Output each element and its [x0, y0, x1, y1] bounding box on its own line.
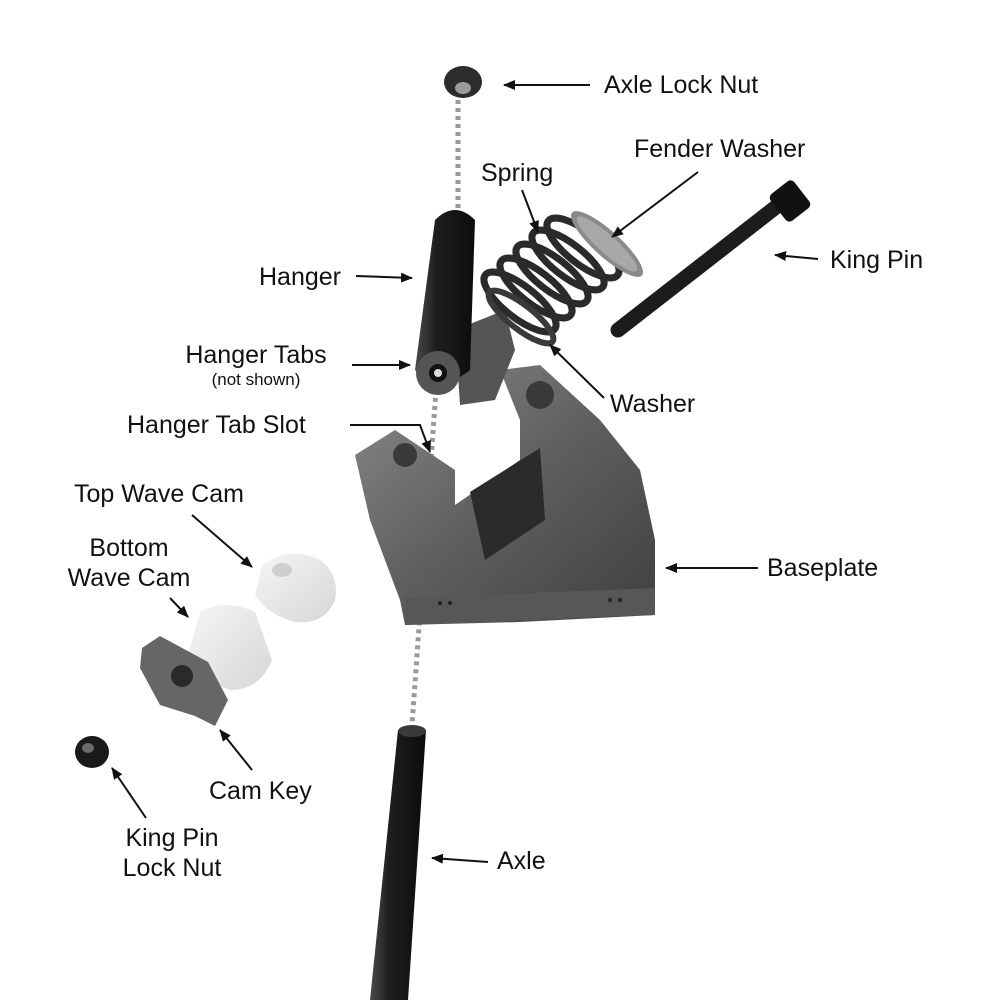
label-axle-lock-nut: Axle Lock Nut — [604, 71, 759, 99]
arrow-cam-key — [219, 729, 253, 771]
arrow-axle — [431, 853, 489, 864]
arrow-king-pin-lock-nut — [111, 767, 147, 819]
label-cam-key: Cam Key — [209, 777, 312, 805]
cam-key-part — [140, 636, 228, 726]
label-hanger-tab-slot: Hanger Tab Slot — [127, 411, 306, 439]
label-washer: Washer — [610, 390, 696, 418]
label-king-pin-lock-nut: King Pin Lock Nut — [108, 823, 236, 883]
label-bottom-wave-cam: Bottom Wave Cam — [55, 533, 203, 593]
arrow-spring — [521, 189, 539, 233]
label-hanger-tabs-group: Hanger Tabs (not shown) — [170, 340, 342, 390]
label-baseplate: Baseplate — [767, 554, 879, 582]
label-spring: Spring — [481, 159, 554, 187]
arrow-hanger-tab-slot — [350, 424, 431, 453]
washer-part — [485, 287, 557, 347]
arrow-washer — [549, 344, 605, 399]
label-hanger-tabs: Hanger Tabs — [185, 341, 327, 369]
label-top-wave-cam: Top Wave Cam — [74, 480, 244, 508]
label-axle: Axle — [497, 847, 546, 875]
king-pin-part — [610, 180, 811, 338]
label-hanger-tabs-note: (not shown) — [211, 370, 301, 389]
axle-lock-nut-part — [444, 66, 482, 98]
fender-washer-part — [571, 211, 643, 277]
hanger-part — [415, 210, 515, 405]
top-wave-cam-part — [255, 553, 336, 623]
label-bottom-wave-cam-line1: Bottom — [89, 534, 169, 562]
label-hanger: Hanger — [259, 263, 341, 291]
axle-part — [370, 725, 426, 1000]
arrow-fender-washer — [611, 171, 699, 238]
arrow-hanger — [355, 272, 413, 283]
arrow-top-wave-cam — [191, 514, 253, 568]
arrow-bottom-wave-cam — [169, 597, 189, 618]
label-king-pin-lock-nut-line2: Lock Nut — [122, 854, 222, 882]
arrow-king-pin — [774, 251, 819, 261]
label-bottom-wave-cam-line2: Wave Cam — [67, 564, 191, 592]
label-king-pin-lock-nut-line1: King Pin — [125, 824, 219, 852]
label-king-pin: King Pin — [830, 246, 924, 274]
baseplate-part — [355, 365, 655, 625]
label-fender-washer: Fender Washer — [634, 135, 806, 163]
king-pin-lock-nut-part — [75, 736, 109, 768]
